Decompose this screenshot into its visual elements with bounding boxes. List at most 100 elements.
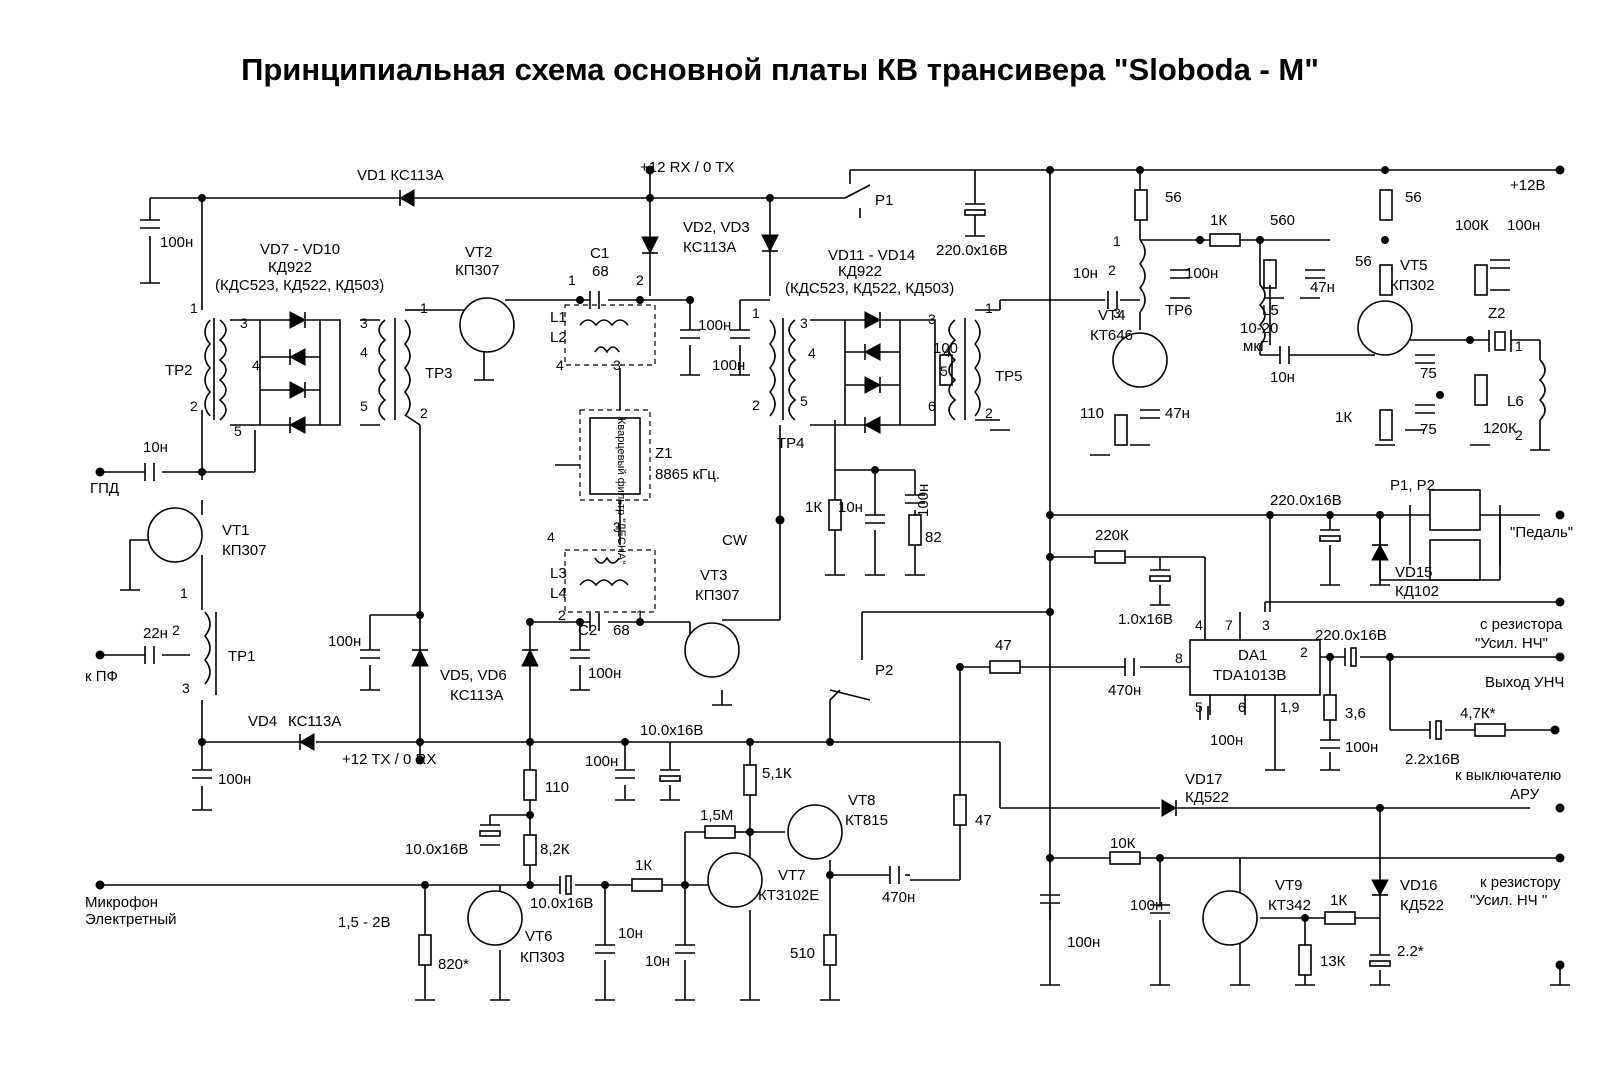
label-r1k-vt9: 1К <box>1330 892 1347 909</box>
label-r1-5m: 1,5М <box>700 807 733 824</box>
label-vt9: VT9 <box>1275 877 1303 894</box>
grounds <box>120 235 1570 1001</box>
label-r510: 510 <box>790 945 815 962</box>
svg-text:4: 4 <box>808 345 816 361</box>
svg-text:4: 4 <box>556 357 564 373</box>
label-c470n-a: 470н <box>1108 682 1141 699</box>
label-tr6: ТР6 <box>1165 302 1193 319</box>
label-k-rez2: "Усил. НЧ " <box>1470 892 1547 909</box>
label-k-pf: к ПФ <box>85 668 118 685</box>
label-c470n-b: 470н <box>882 889 915 906</box>
label-kds-a: (КДС523, КД522, КД503) <box>215 277 384 294</box>
label-c100n-da1: 100н <box>1210 732 1243 749</box>
label-c10-16-b: 10.0х16В <box>405 841 468 858</box>
svg-text:4: 4 <box>943 344 951 360</box>
transistors <box>147 297 1413 946</box>
pin-numbers: 1 2 3 4 5 3 4 5 1 2 1 2 4 3 3 4 2 1 1 2 … <box>172 233 1523 696</box>
label-vt4: VT4 <box>1098 307 1126 324</box>
label-l2: L2 <box>550 329 567 346</box>
label-pedal: "Педаль" <box>1510 524 1573 541</box>
label-pwr-tx: +12 TX / 0 RX <box>342 751 436 768</box>
wires <box>100 169 1561 1000</box>
label-ks113-vd23: КС113А <box>683 239 736 256</box>
label-pin5: 5 <box>1195 699 1203 715</box>
label-mic2: Электретный <box>85 911 176 928</box>
label-gpd: ГПД <box>90 480 119 497</box>
label-c100n-top-r: 100н <box>1507 217 1540 234</box>
label-c2-2-16: 2.2х16В <box>1405 751 1460 768</box>
label-vd15: VD15 <box>1395 564 1433 581</box>
label-c22n: 22н <box>143 625 168 642</box>
label-k-arv2: АРУ <box>1510 786 1540 803</box>
label-l1: L1 <box>550 309 567 326</box>
label-vt2: VT2 <box>465 244 493 261</box>
label-r82: 82 <box>925 529 942 546</box>
label-c10n-mic-a: 10н <box>618 925 643 942</box>
label-r13k: 13К <box>1320 953 1346 970</box>
label-r5-1k: 5,1К <box>762 765 792 782</box>
label-c100n-a: 100н <box>160 234 193 251</box>
label-da1: DA1 <box>1238 647 1267 664</box>
capacitors <box>140 219 1510 954</box>
label-c100n-c2: 100н <box>588 665 621 682</box>
label-r220k: 220К <box>1095 527 1129 544</box>
label-kp307-vt1: КП307 <box>222 542 267 559</box>
label-c1-16: 1.0х16В <box>1118 611 1173 628</box>
label-r56-b: 56 <box>1405 189 1422 206</box>
svg-text:2: 2 <box>985 405 993 421</box>
label-l5: L5 <box>1262 302 1279 319</box>
svg-text:1: 1 <box>636 607 644 623</box>
label-c100n-tr6: 100н <box>1185 265 1218 282</box>
label-c2-val: 68 <box>613 622 630 639</box>
label-pin19: 1,9 <box>1280 699 1300 715</box>
svg-text:1: 1 <box>1515 338 1523 354</box>
label-p2: P2 <box>875 662 893 679</box>
label-c100n-tr4: 100н <box>712 357 745 374</box>
label-vd7-vd10: VD7 - VD10 <box>260 241 340 258</box>
label-l6: L6 <box>1507 393 1524 410</box>
label-vd17: VD17 <box>1185 771 1223 788</box>
svg-text:4: 4 <box>252 357 260 373</box>
electrolytic-capacitors <box>479 203 1442 967</box>
label-r8-2k: 8,2К <box>540 841 570 858</box>
label-z1-box: Кварцевый фильтр "ДЕСНА" <box>615 418 627 564</box>
svg-text:1: 1 <box>190 300 198 316</box>
label-pin3: 3 <box>1262 617 1270 633</box>
svg-text:2: 2 <box>1108 262 1116 278</box>
z1-filter-text: Кварцевый фильтр "ДЕСНА" <box>615 418 627 564</box>
label-c47n-vt4: 47н <box>1165 405 1190 422</box>
svg-text:1: 1 <box>568 272 576 288</box>
svg-text:2: 2 <box>190 398 198 414</box>
label-r560: 560 <box>1270 212 1295 229</box>
label-kd522-vd16: КД522 <box>1400 897 1444 914</box>
label-r4-7k: 4,7К* <box>1460 705 1496 722</box>
da1-chip <box>1189 639 1321 696</box>
svg-text:3: 3 <box>360 315 368 331</box>
label-z1-freq: 8865 кГц. <box>655 466 720 483</box>
label-kt646: КТ646 <box>1090 327 1133 344</box>
label-l4: L4 <box>550 585 567 602</box>
svg-text:6: 6 <box>928 398 936 414</box>
label-k-rez1: к резистору <box>1480 874 1561 891</box>
svg-text:1: 1 <box>752 305 760 321</box>
transformers <box>203 170 1546 695</box>
label-k-arv1: к выключателю <box>1455 767 1561 784</box>
label-vd1: VD1 КС113А <box>357 167 444 184</box>
relay-p2-contact <box>829 650 871 701</box>
label-pin8: 8 <box>1175 650 1183 666</box>
label-tr4: ТР4 <box>777 435 805 452</box>
label-c100n-mid: 100н <box>585 753 618 770</box>
label-pin6: 6 <box>1238 699 1246 715</box>
label-c100n-cw: 100н <box>915 484 932 517</box>
svg-text:3: 3 <box>613 519 621 535</box>
label-kp303: КП303 <box>520 949 565 966</box>
label-c47n-l5: 47н <box>1310 279 1335 296</box>
filter-coils <box>564 304 656 613</box>
label-c100n-l1: 100н <box>698 317 731 334</box>
svg-text:1: 1 <box>1113 233 1121 249</box>
svg-text:2: 2 <box>558 607 566 623</box>
label-r56-c: 56 <box>1355 253 1372 270</box>
svg-text:2: 2 <box>752 397 760 413</box>
label-c10n-cw: 10н <box>838 499 863 516</box>
svg-text:3: 3 <box>1113 305 1121 321</box>
